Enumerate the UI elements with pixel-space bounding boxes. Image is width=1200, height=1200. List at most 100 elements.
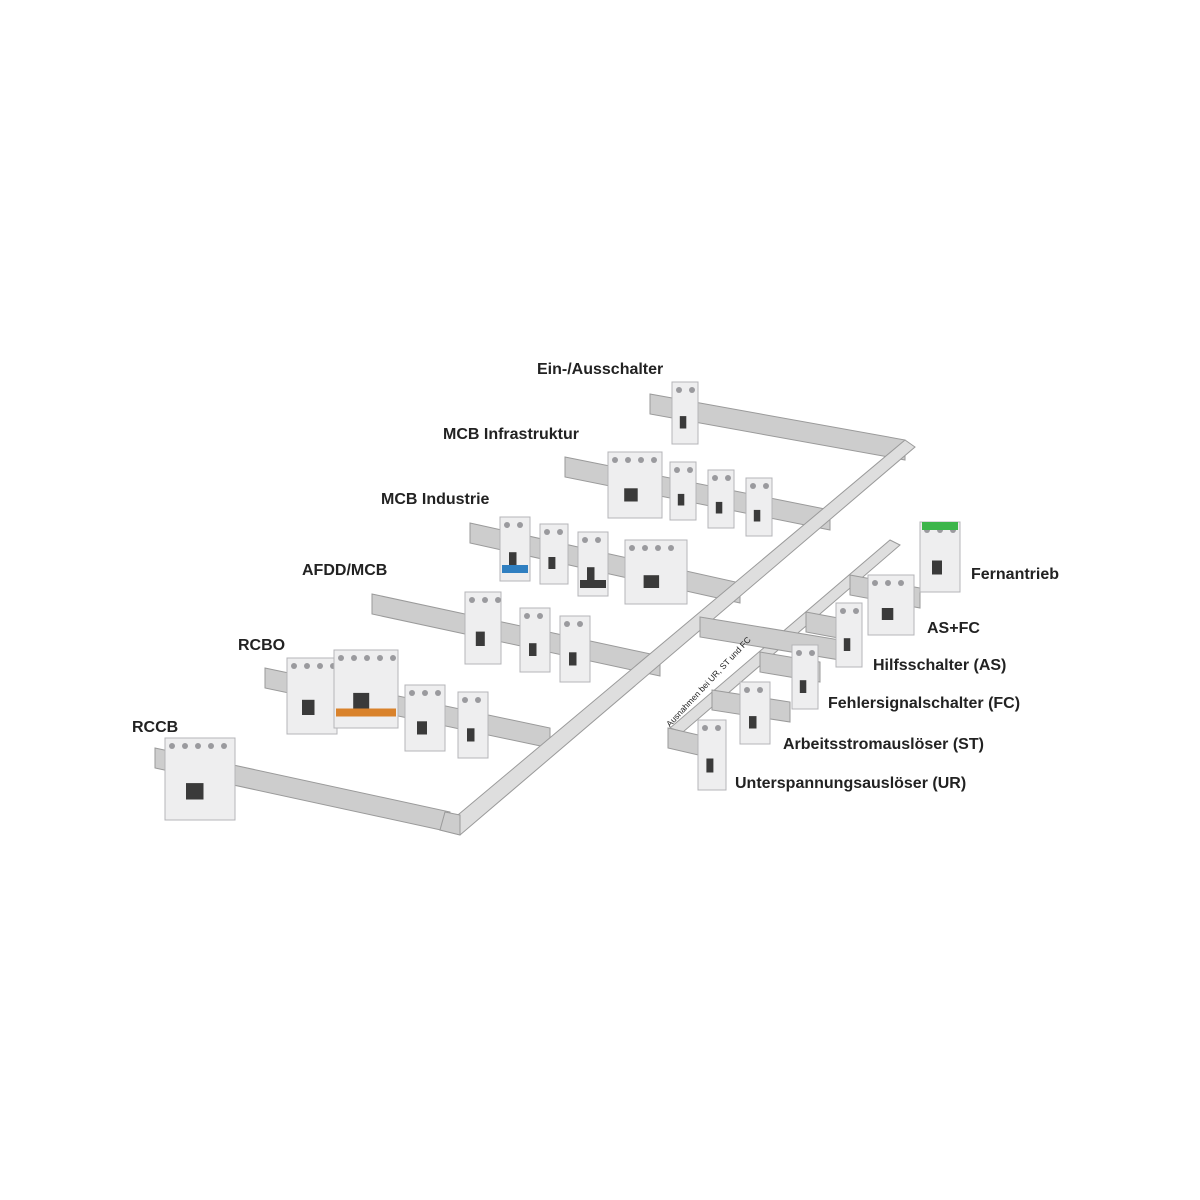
terminal-screw: [582, 537, 588, 543]
device-mcb-ind-1: [499, 516, 531, 582]
terminal-screw: [377, 655, 383, 661]
device-afdd-1: [464, 591, 502, 665]
terminal-screw: [885, 580, 891, 586]
label-unterspannung: Unterspannungsauslöser (UR): [735, 775, 967, 792]
device-rcbo-1: [286, 657, 338, 735]
device-hilfsschalter: [835, 602, 863, 668]
toggle-lever: [677, 493, 685, 506]
terminal-screw: [809, 650, 815, 656]
label-ein-aus: Ein-/Ausschalter: [537, 361, 664, 378]
device-mcb-infra-3p: [607, 451, 663, 519]
terminal-screw: [304, 663, 310, 669]
terminal-screw: [544, 529, 550, 535]
terminal-screw: [338, 655, 344, 661]
device-mcb-ind-3: [577, 531, 609, 597]
terminal-screw: [504, 522, 510, 528]
toggle-lever: [715, 501, 723, 514]
device-as-fc: [867, 574, 915, 636]
accent-part: [502, 565, 528, 573]
terminal-screw: [462, 697, 468, 703]
toggle-lever: [932, 560, 942, 575]
device-arbeitsstrom: [739, 681, 771, 745]
toggle-lever: [569, 652, 577, 666]
terminal-screw: [577, 621, 583, 627]
terminal-screw: [595, 537, 601, 543]
terminal-screw: [351, 655, 357, 661]
terminal-screw: [872, 580, 878, 586]
toggle-lever: [587, 567, 595, 580]
toggle-lever: [353, 692, 370, 709]
terminal-screw: [651, 457, 657, 463]
terminal-screw: [517, 522, 523, 528]
terminal-screw: [655, 545, 661, 551]
terminal-screw: [435, 690, 441, 696]
toggle-lever: [467, 728, 475, 742]
toggle-lever: [186, 783, 204, 800]
accent-part: [922, 522, 958, 530]
terminal-screw: [712, 475, 718, 481]
device-mcb-infra-1: [669, 461, 697, 521]
terminal-screw: [674, 467, 680, 473]
label-arbeitsstrom: Arbeitsstromauslöser (ST): [783, 736, 984, 753]
rail-main-spine-corner: [439, 811, 461, 836]
terminal-screw: [182, 743, 188, 749]
device-rcbo-3: [457, 691, 489, 759]
terminal-screw: [317, 663, 323, 669]
terminal-screw: [475, 697, 481, 703]
device-fernantrieb: [919, 521, 961, 593]
label-hilfsschalter: Hilfsschalter (AS): [873, 657, 1007, 674]
terminal-screw: [744, 687, 750, 693]
terminal-screw: [638, 457, 644, 463]
label-rccb: RCCB: [132, 719, 179, 736]
terminal-screw: [291, 663, 297, 669]
toggle-lever: [548, 557, 556, 569]
device-mcb-ind-4p: [624, 539, 688, 605]
terminal-screw: [537, 613, 543, 619]
terminal-screw: [195, 743, 201, 749]
label-mcb-industrie: MCB Industrie: [381, 491, 490, 508]
terminal-screw: [364, 655, 370, 661]
toggle-lever: [643, 575, 660, 588]
device-mcb-infra-2: [707, 469, 735, 529]
toggle-lever: [799, 680, 807, 693]
device-ein-aus: [671, 381, 699, 445]
device-afdd-3: [559, 615, 591, 683]
label-as-fc: AS+FC: [927, 620, 980, 637]
toggle-lever: [749, 716, 757, 729]
device-fehlersignal: [791, 644, 819, 710]
terminal-screw: [840, 608, 846, 614]
toggle-lever: [843, 638, 851, 651]
terminal-screw: [208, 743, 214, 749]
terminal-screw: [625, 457, 631, 463]
terminal-screw: [668, 545, 674, 551]
terminal-screw: [422, 690, 428, 696]
label-rcbo: RCBO: [238, 637, 286, 654]
terminal-screw: [642, 545, 648, 551]
toggle-lever: [706, 758, 714, 773]
terminal-screw: [715, 725, 721, 731]
terminal-screw: [676, 387, 682, 393]
terminal-screw: [687, 467, 693, 473]
terminal-screw: [469, 597, 475, 603]
toggle-lever: [302, 699, 315, 715]
terminal-screw: [853, 608, 859, 614]
terminal-screw: [757, 687, 763, 693]
terminal-screw: [689, 387, 695, 393]
terminal-screw: [495, 597, 501, 603]
terminal-screw: [557, 529, 563, 535]
label-afdd-mcb: AFDD/MCB: [302, 562, 388, 579]
accent-part: [580, 580, 606, 588]
toggle-lever: [881, 608, 894, 620]
terminal-screw: [750, 483, 756, 489]
label-mcb-infra: MCB Infrastruktur: [443, 426, 580, 443]
device-unterspannung: [697, 719, 727, 791]
rail-ein-aus: [649, 393, 906, 461]
toggle-lever: [529, 643, 537, 656]
toggle-lever: [417, 721, 427, 735]
terminal-screw: [221, 743, 227, 749]
device-rccb: [164, 737, 236, 821]
terminal-screw: [702, 725, 708, 731]
terminal-screw: [629, 545, 635, 551]
rail-afdd: [371, 593, 661, 677]
